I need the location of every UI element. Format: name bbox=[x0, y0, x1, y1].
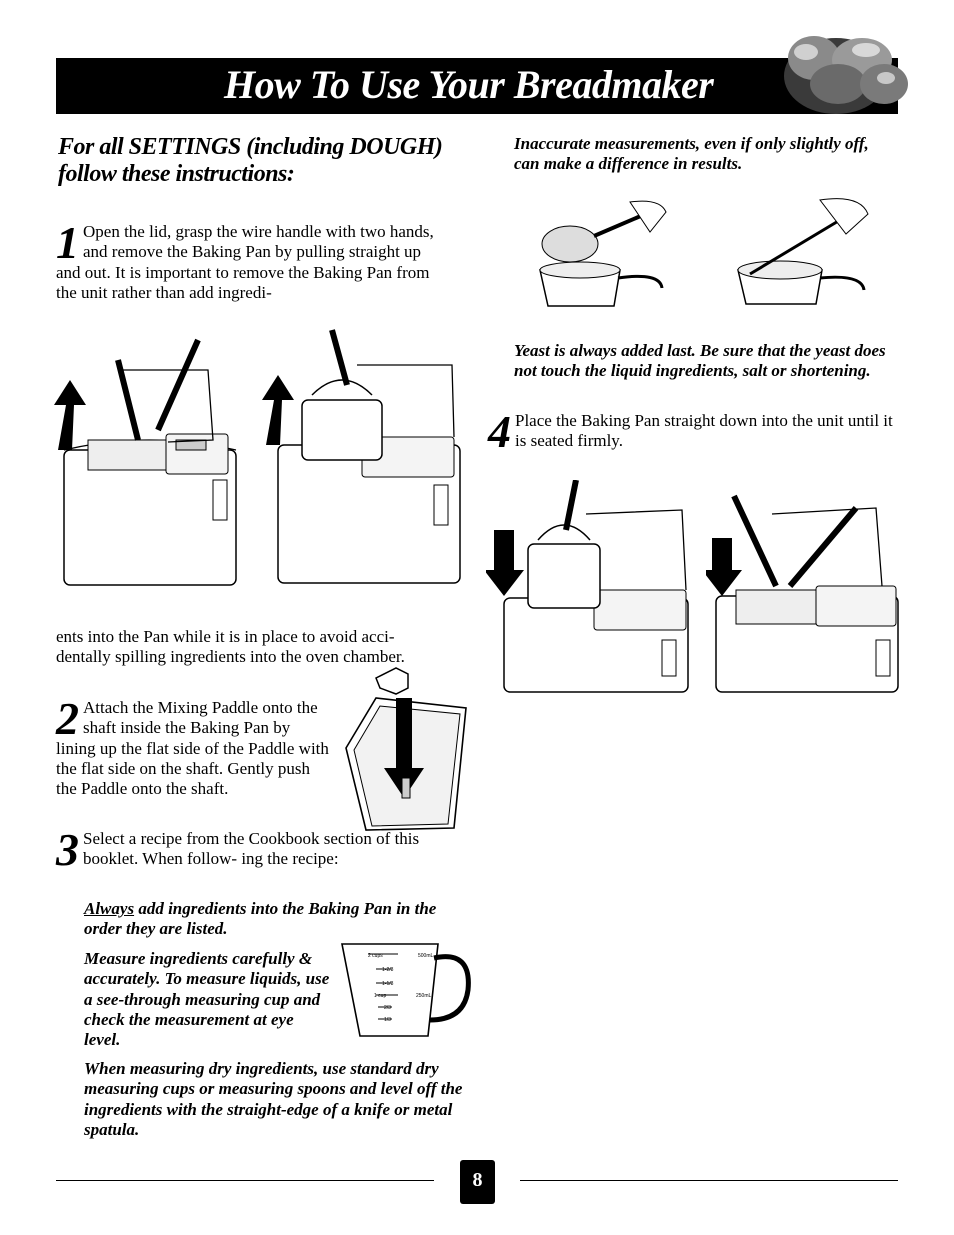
step-1: 1 Open the lid, grasp the wire handle wi… bbox=[56, 217, 448, 303]
cup-mark-500ml: 500mL bbox=[418, 953, 434, 959]
step-3-text: Select a recipe from the Cookbook sectio… bbox=[83, 829, 420, 869]
step-3-number: 3 bbox=[56, 824, 79, 875]
step-1-text: Open the lid, grasp the wire handle with… bbox=[56, 222, 434, 302]
cup-mark-1-2-3: 1-2/3 bbox=[382, 967, 394, 973]
step-2-text: Attach the Mixing Paddle onto the shaft … bbox=[56, 698, 329, 799]
step-3: 3 Select a recipe from the Cookbook sect… bbox=[56, 824, 466, 875]
cup-mark-250ml: 250mL bbox=[416, 993, 432, 999]
baking-pan-paddle-image bbox=[345, 667, 467, 831]
bread-basket-image bbox=[784, 36, 908, 114]
step-2: 2 Attach the Mixing Paddle onto the shaf… bbox=[56, 693, 332, 799]
cup-mark-1-1-3: 1-1/3 bbox=[382, 981, 394, 987]
footer-rule-left bbox=[56, 1180, 434, 1181]
section-heading: For all SETTINGS (including DOUGH) follo… bbox=[58, 134, 443, 187]
step-1-continued: ents into the Pan while it is in place t… bbox=[56, 627, 405, 667]
cup-mark-1cup: 1 cup bbox=[374, 993, 386, 999]
tip-measure-dry: When measuring dry ingredients, use stan… bbox=[84, 1059, 463, 1139]
breadmaker-remove-pan-image-1 bbox=[54, 338, 237, 586]
tip-always-text: add ingredients into the Baking Pan in t… bbox=[84, 899, 437, 939]
cup-mark-2cups: 2 cups bbox=[368, 953, 383, 959]
step-1-number: 1 bbox=[56, 217, 79, 268]
cup-mark-1-3: 1/3 bbox=[384, 1017, 391, 1023]
breadmaker-insert-pan-image-1 bbox=[486, 480, 689, 693]
page-number: 8 bbox=[460, 1160, 495, 1204]
tip-measure-liquids: Measure ingredients carefully & accurate… bbox=[84, 949, 330, 1050]
note-inaccurate: Inaccurate measurements, even if only sl… bbox=[514, 134, 869, 174]
step-4: 4 Place the Baking Pan straight down int… bbox=[488, 406, 898, 457]
breadmaker-remove-pan-image-2 bbox=[262, 329, 461, 584]
step-4-number: 4 bbox=[488, 406, 511, 457]
tip-always: Always add ingredients into the Baking P… bbox=[84, 899, 466, 940]
footer-rule-right bbox=[520, 1180, 898, 1181]
cup-mark-2-3: 2/3 bbox=[384, 1005, 391, 1011]
tip-always-underlined: Always bbox=[84, 899, 135, 918]
title-bar: How To Use Your Breadmaker bbox=[56, 58, 898, 114]
note-yeast: Yeast is always added last. Be sure that… bbox=[514, 341, 886, 381]
page-title: How To Use Your Breadmaker bbox=[224, 62, 714, 107]
step-2-number: 2 bbox=[56, 693, 79, 744]
breadmaker-insert-pan-image-2 bbox=[706, 494, 899, 693]
step-4-text: Place the Baking Pan straight down into … bbox=[515, 411, 893, 451]
measuring-cup-image: 2 cups 500mL 1-2/3 1-1/3 1 cup 250mL 2/3… bbox=[341, 943, 471, 1037]
knife-leveling-image bbox=[737, 198, 869, 305]
measuring-spoon-image bbox=[539, 200, 667, 307]
